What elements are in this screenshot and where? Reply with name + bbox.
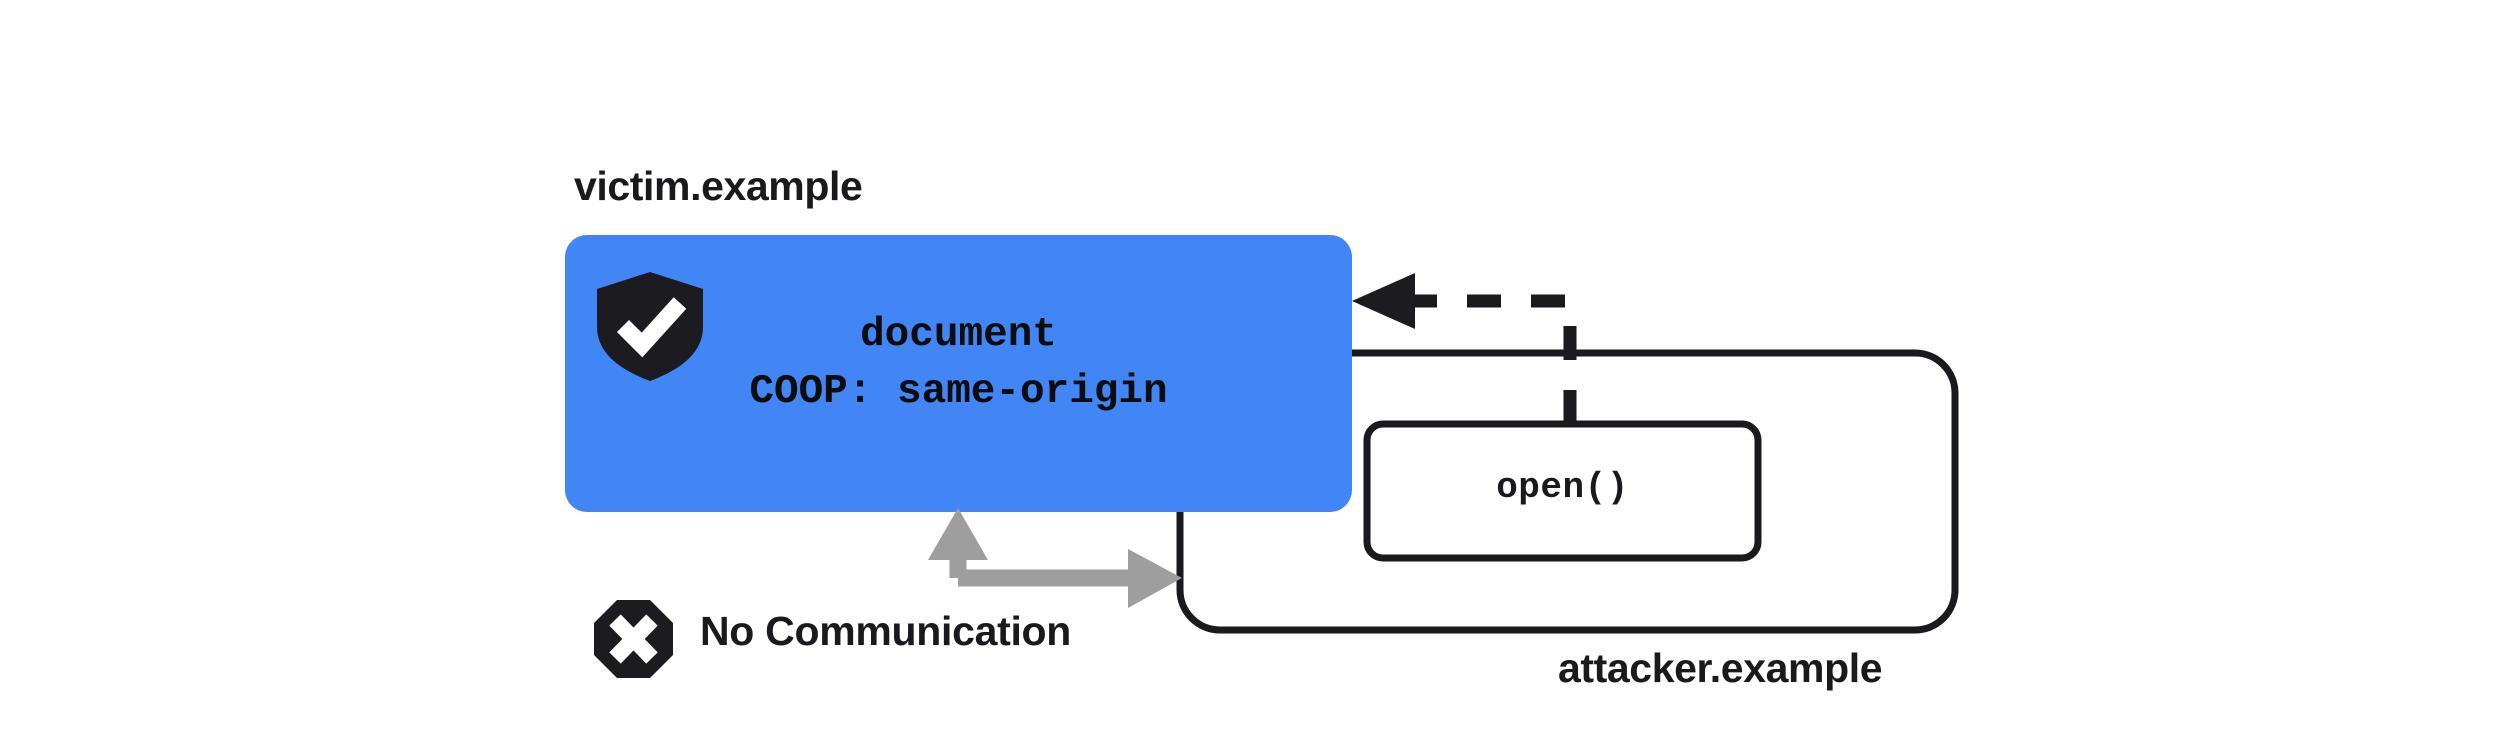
open-dashed-arrow: [1352, 273, 1577, 424]
octagon-x-icon: [594, 600, 673, 678]
victim-document-text: document COOP: same-origin: [565, 315, 1352, 413]
open-call-label: open(): [1496, 467, 1629, 508]
coop-header-line: COOP: same-origin: [749, 369, 1168, 415]
document-line: document: [860, 312, 1057, 358]
victim-document-box: [565, 235, 1352, 512]
victim-origin-label: victim.example: [574, 163, 863, 209]
attacker-origin-boundary: [1176, 349, 1959, 634]
no-communication-arrow: [928, 508, 1182, 608]
open-call-box: [1363, 420, 1762, 562]
attacker-origin-label: attacker.example: [1558, 645, 1883, 691]
shield-check-icon: [597, 272, 703, 381]
no-communication-label: No Communication: [700, 608, 1072, 654]
